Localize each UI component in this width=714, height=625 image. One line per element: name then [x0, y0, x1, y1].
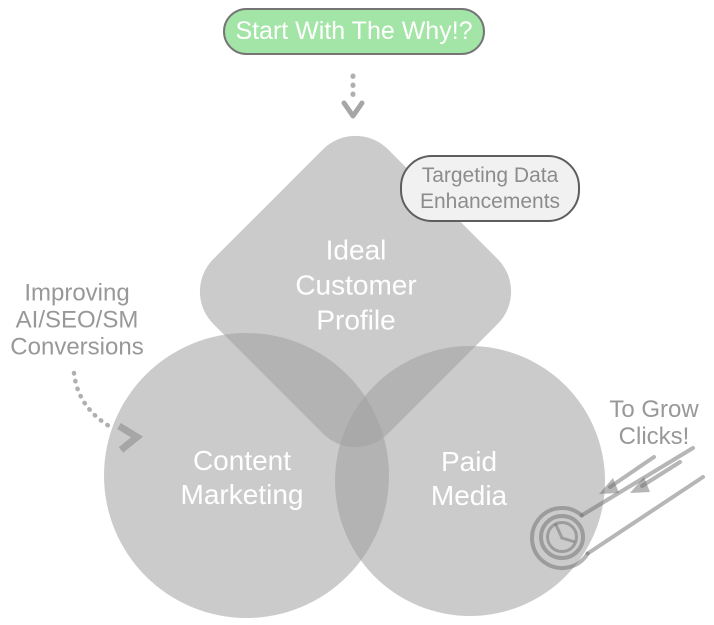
- start-node: Start With The Why!?: [223, 8, 485, 55]
- paid-media-label: Paid Media: [431, 445, 507, 513]
- label-line: Marketing: [180, 479, 304, 510]
- start-node-label: Start With The Why!?: [235, 17, 473, 45]
- label-line: Ideal: [325, 234, 387, 266]
- note-line: AI/SEO/SM: [15, 306, 139, 334]
- dotted-down-arrow-icon: [341, 73, 365, 119]
- note-line: Improving: [24, 279, 130, 307]
- to-grow-clicks-annotation: To Grow Clicks!: [584, 396, 714, 450]
- label-line: Customer: [295, 269, 417, 301]
- note-line: Conversions: [10, 333, 144, 361]
- ideal-customer-profile-label: Ideal Customer Profile: [295, 233, 416, 338]
- content-marketing-label: Content Marketing: [181, 444, 304, 512]
- improving-conversions-annotation: Improving AI/SEO/SM Conversions: [0, 280, 162, 361]
- label-line: Paid: [440, 446, 498, 477]
- circle-paid-media: [335, 346, 605, 616]
- note-line: Clicks!: [618, 423, 690, 450]
- label-line: Content: [192, 445, 292, 476]
- tag-line: Enhancements: [419, 189, 561, 213]
- label-line: Profile: [316, 304, 396, 336]
- note-line: To Grow: [609, 396, 699, 423]
- targeting-data-tag: Targeting Data Enhancements: [400, 155, 580, 222]
- label-line: Media: [430, 480, 508, 511]
- tag-line: Targeting Data: [421, 163, 559, 187]
